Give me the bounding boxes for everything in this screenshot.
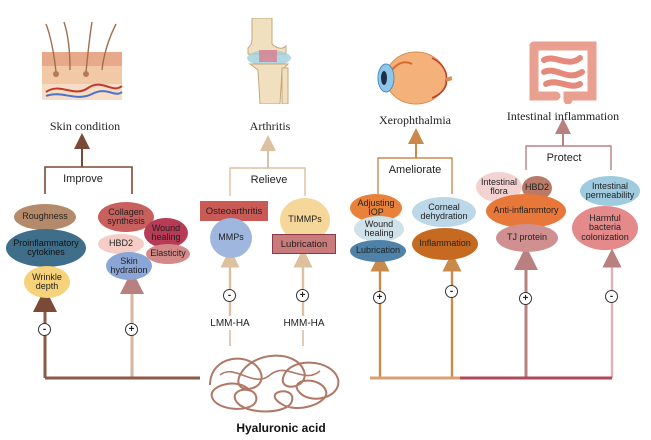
proinflammatory-cytokines-node: Proinflammatory cytokines (6, 229, 86, 267)
harmful-bacteria-node: Harmful bacteria colonization (572, 206, 638, 250)
action-relieve: Relieve (246, 174, 292, 186)
gut-connectors (460, 118, 622, 380)
eye-illustration (377, 51, 452, 105)
action-improve: Improve (60, 173, 106, 185)
eye-lubrication-node: Lubrication (350, 240, 406, 262)
mmps-node: MMPs (210, 218, 252, 258)
gut-minus-sign: - (605, 290, 618, 303)
action-protect: Protect (544, 152, 584, 164)
inflammation-node: Inflammation (412, 228, 478, 260)
hbd2-node: HBD2 (98, 234, 144, 254)
action-ameliorate: Ameliorate (384, 164, 446, 176)
skin-hydration-node: Skin hydration (106, 252, 152, 280)
heading-arthritis: Arthritis (249, 119, 291, 133)
osteoarthritis-node: Osteoarthritis (200, 201, 268, 221)
eye-plus-sign: + (373, 291, 386, 304)
skin-illustration (42, 22, 123, 100)
arthritis-connectors (220, 135, 313, 316)
hmm-plus-sign: + (296, 289, 309, 302)
skin-plus-sign: + (125, 323, 138, 336)
hyaluronic-acid-strand (209, 354, 340, 413)
lmm-minus-sign: - (223, 289, 236, 302)
heading-skin-condition: Skin condition (49, 119, 121, 133)
roughness-node: Roughness (14, 204, 76, 230)
heading-xerophthalmia: Xerophthalmia (379, 113, 451, 127)
intestine-illustration (529, 41, 597, 104)
eye-minus-sign: - (445, 285, 458, 298)
anti-inflammatory-node: Anti-inflammtory (486, 194, 566, 228)
wrinkle-depth-node: Wrinkle depth (24, 266, 70, 298)
tj-protein-node: TJ protein (496, 224, 558, 252)
hmm-ha-label: HMM-HA (283, 318, 325, 329)
hyaluronic-acid-label: Hyaluronic acid (236, 421, 326, 435)
corneal-dehydration-node: Corneal dehydration (412, 197, 476, 227)
lmm-ha-label: LMM-HA (210, 318, 250, 329)
elasticity-node: Elasticity (146, 244, 190, 264)
wound-healing-node: Wound healing (144, 218, 188, 248)
knee-illustration (247, 18, 291, 104)
gut-plus-sign: + (519, 292, 532, 305)
skin-minus-sign: - (38, 323, 51, 336)
eye-connectors (370, 128, 462, 380)
heading-intestinal-inflammation: Intestinal inflammation (506, 109, 620, 123)
lubrication-joint-node: Lubrication (272, 234, 336, 254)
intestinal-permeability-node: Intestinal permeability (580, 176, 640, 206)
eye-wound-healing-node: Wound healing (354, 216, 404, 242)
